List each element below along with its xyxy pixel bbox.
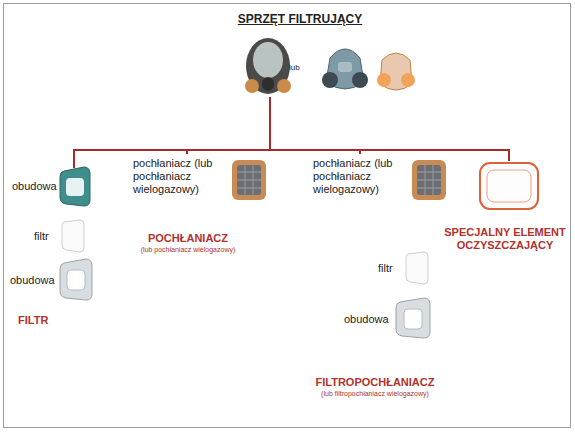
filter-pad [62,220,84,252]
housing-grey [60,259,92,300]
special-element-part [487,170,531,202]
housing-grey-part [396,298,430,338]
tree-lines-part [508,149,510,161]
part-name: obudowa [10,274,58,287]
conjunction-label: lub [289,63,311,73]
part-name: filtr [378,262,404,275]
category-note: (lub pochłaniacz wielogazowy) [113,246,263,254]
housing-grey [396,298,430,338]
housing-grey-part [60,259,92,300]
half-mask-filters [377,53,415,90]
half-mask-filters-part [401,73,415,87]
full-face-mask [245,38,291,94]
diagram-title: SPRZĘT FILTRUJĄCY [200,12,400,26]
category-note: (lub filtropochłaniacz wielogazowy) [285,390,465,398]
half-mask [322,49,368,89]
tree-lines-part [359,149,361,154]
full-face-mask-part [277,79,291,93]
cartridge [232,160,266,200]
filter-pad [406,252,428,284]
cartridge-part [417,165,441,195]
part-name: pochłaniacz (lub pochłaniacz wielogazowy… [313,157,408,197]
half-mask-part [322,72,338,88]
housing-teal [60,167,90,206]
category-name: FILTROPOCHŁANIACZ [300,376,450,389]
tree-lines-part [186,149,188,154]
housing-grey-part [67,270,85,290]
tree-lines-part [73,149,75,168]
tree-lines-part [269,97,271,150]
category-name: SPECJALNY ELEMENT OCZYSZCZAJĄCY [442,226,568,252]
filter-pad-part [62,220,84,252]
half-mask-part [338,62,352,72]
housing-grey-part [404,309,422,329]
cartridge-part [237,165,261,195]
full-face-mask-part [245,79,259,93]
special-element [480,163,538,209]
full-face-mask-part [262,77,274,91]
tree-lines-part [74,149,509,151]
full-face-mask-part [246,38,290,94]
part-name: filtr [34,230,60,243]
cartridge-part [232,160,266,200]
category-name: POCHŁANIACZ [128,232,248,245]
special-element-part [480,163,538,209]
cartridge-part [412,160,446,200]
housing-teal-part [60,167,90,206]
housing-teal-part [66,178,84,196]
cartridge-part [237,165,261,195]
part-name: pochłaniacz (lub pochłaniacz wielogazowy… [133,157,228,197]
frame [4,4,571,428]
cartridge-part [417,165,441,195]
part-name: obudowa [12,180,60,193]
part-name: obudowa [344,313,394,326]
filter-pad-part [406,252,428,284]
full-face-mask-part [253,42,283,78]
half-mask-filters-part [377,73,391,87]
category-name: FILTR [18,314,68,327]
half-mask-part [352,72,368,88]
cartridge [412,160,446,200]
